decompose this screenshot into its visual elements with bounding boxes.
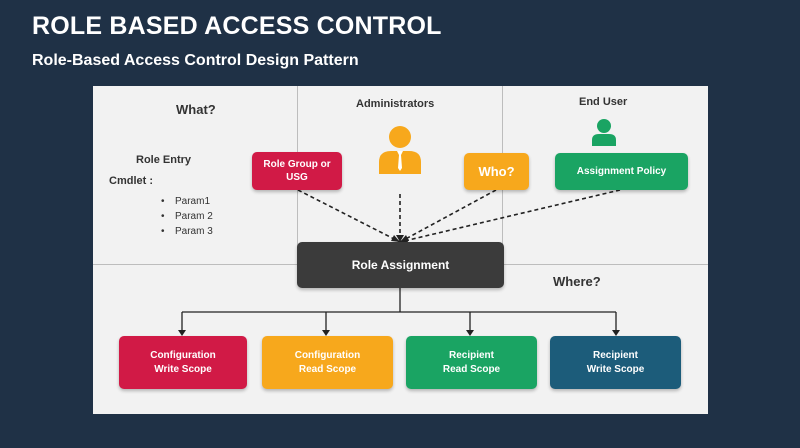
tree-arrow-1 (178, 330, 186, 336)
param-item: •Param 2 (161, 211, 213, 222)
tree-arrow-3 (466, 330, 474, 336)
slide-title: ROLE BASED ACCESS CONTROL (32, 12, 442, 40)
slide-subtitle: Role-Based Access Control Design Pattern (32, 52, 359, 69)
arrowhead-admin (396, 235, 404, 242)
connector-who (399, 189, 497, 243)
role-assignment-box: Role Assignment (297, 242, 504, 288)
connector-assignment-policy (399, 189, 621, 243)
administrator-icon (379, 126, 421, 174)
recipient-read-scope-box: Recipient Read Scope (406, 336, 537, 389)
arrowhead-role-group (391, 235, 400, 242)
role-group-box: Role Group or USG (252, 152, 342, 190)
what-label: What? (176, 102, 216, 117)
param-item: •Param1 (161, 196, 211, 207)
recipient-write-scope-box: Recipient Write Scope (550, 336, 681, 389)
cmdlet-label: Cmdlet : (109, 175, 153, 187)
end-user-icon (592, 119, 616, 146)
arrowhead-assignment-policy (400, 236, 408, 242)
connector-role-group (297, 189, 401, 243)
assignment-policy-box: Assignment Policy (555, 153, 688, 190)
who-box: Who? (464, 153, 529, 190)
role-entry-heading: Role Entry (136, 154, 192, 166)
param-item: •Param 3 (161, 226, 213, 237)
where-label: Where? (553, 274, 601, 289)
tree-arrow-4 (612, 330, 620, 336)
config-write-scope-box: Configuration Write Scope (119, 336, 247, 389)
tree-arrow-2 (322, 330, 330, 336)
config-read-scope-box: Configuration Read Scope (262, 336, 393, 389)
administrators-label: Administrators (356, 98, 435, 110)
end-user-label: End User (579, 96, 628, 108)
